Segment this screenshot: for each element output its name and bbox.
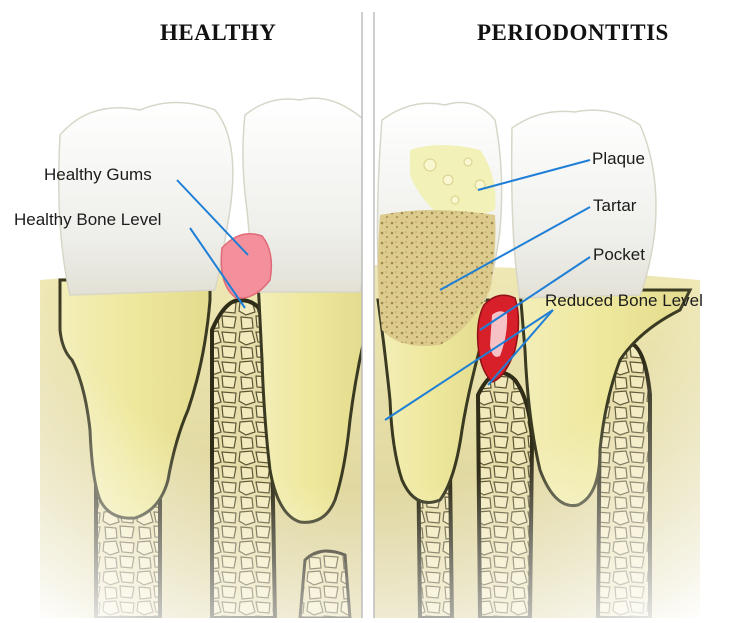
reduced-bone-level-label: Reduced Bone Level (545, 291, 703, 311)
healthy-bone-level-label: Healthy Bone Level (14, 210, 161, 230)
center-divider (362, 12, 374, 618)
healthy-gums-label: Healthy Gums (44, 165, 152, 185)
healthy-title: HEALTHY (160, 20, 276, 46)
pocket-label: Pocket (593, 245, 645, 265)
plaque-label: Plaque (592, 149, 645, 169)
tartar-label: Tartar (593, 196, 636, 216)
periodontitis-title: PERIODONTITIS (477, 20, 669, 46)
